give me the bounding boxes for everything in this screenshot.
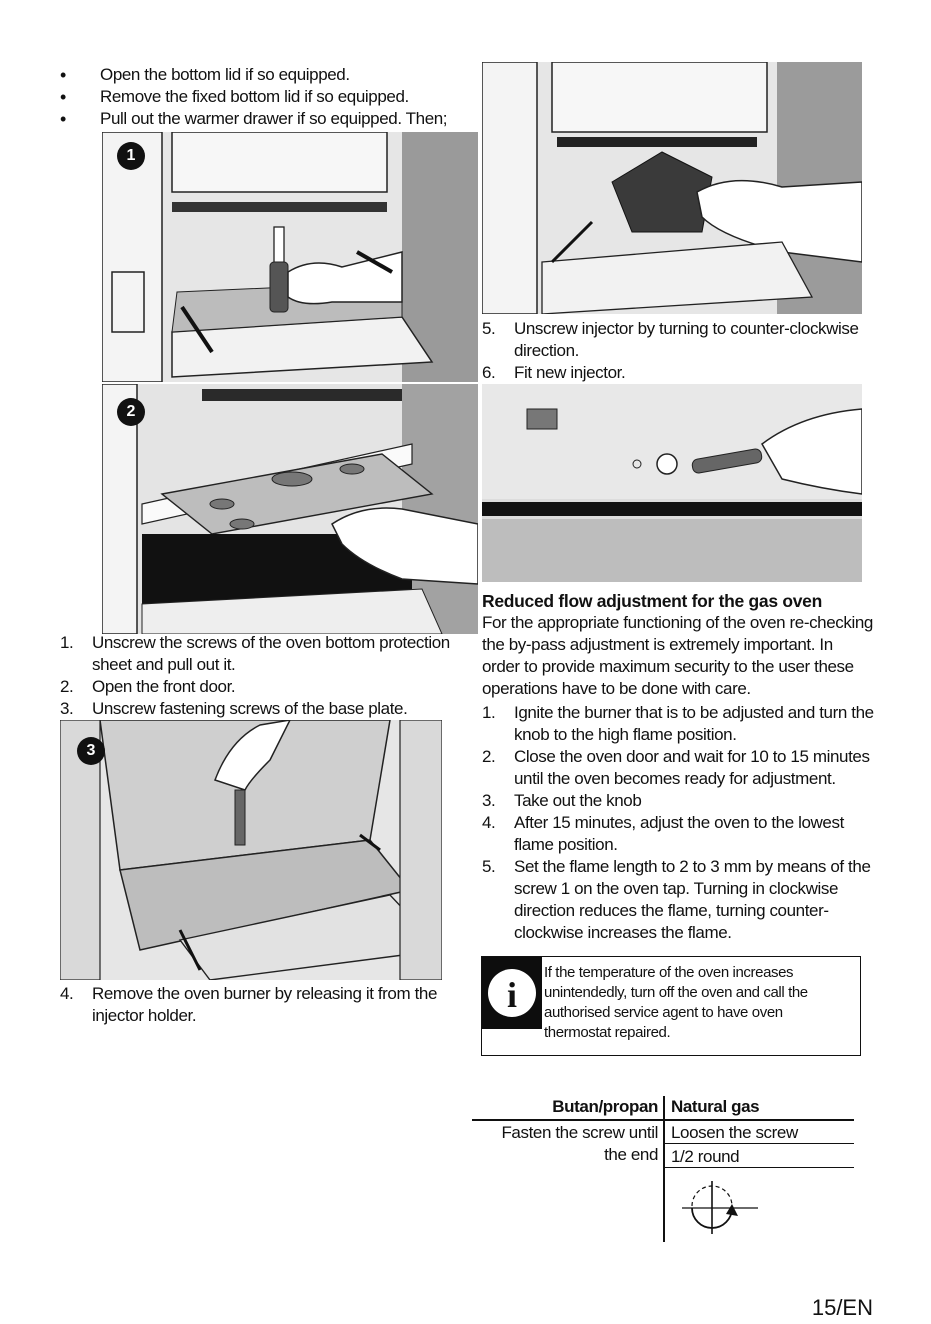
info-icon: i: [482, 957, 542, 1029]
half-turn-rotation-icon: [674, 1176, 764, 1246]
step-number: 4.: [60, 984, 74, 1003]
bullet-item: Remove the fixed bottom lid if so equipp…: [58, 86, 458, 108]
figure-oven-burner-removal: [482, 62, 862, 314]
list-item: 6. Fit new injector.: [482, 362, 872, 384]
step-text: Unscrew fastening screws of the base pla…: [92, 699, 408, 718]
step-number: 3.: [60, 699, 74, 718]
step-text: Open the front door.: [92, 677, 236, 696]
figure-number-badge: 1: [117, 142, 145, 170]
table-header-natural: Natural gas: [671, 1097, 760, 1116]
table-row-rule: [664, 1143, 854, 1144]
step-number: 6.: [482, 363, 496, 382]
adjustment-steps-list: 1. Ignite the burner that is to be adjust…: [482, 702, 874, 944]
table-column-divider: [663, 1096, 665, 1242]
step-number: 4.: [482, 813, 496, 832]
step-text: Take out the knob: [514, 791, 642, 810]
page-number: 15/EN: [811, 1295, 873, 1320]
figure-oven-bottom-screwdriver: 1: [102, 132, 478, 382]
step-number: 2.: [482, 747, 496, 766]
list-item: 1. Unscrew the screws of the oven bottom …: [60, 632, 460, 676]
list-item: 1. Ignite the burner that is to be adjust…: [482, 702, 874, 746]
butan-instruction-line1: Fasten the screw until: [501, 1123, 658, 1142]
bullet-item: Open the bottom lid if so equipped.: [58, 64, 458, 86]
step-text: Set the flame length to 2 to 3 mm by mea…: [514, 857, 871, 942]
bullet-item: Pull out the warmer drawer if so equippe…: [58, 108, 458, 130]
step-text: Unscrew injector by turning to counter-c…: [514, 319, 859, 360]
gas-type-table: Butan/propan Natural gas Fasten the scre…: [472, 1096, 856, 1246]
table-header-butan: Butan/propan: [552, 1097, 658, 1116]
list-item: 2. Close the oven door and wait for 10 to…: [482, 746, 874, 790]
section-intro: For the appropriate functioning of the o…: [482, 613, 873, 698]
step-number: 3.: [482, 791, 496, 810]
step-number: 2.: [60, 677, 74, 696]
intro-bullet-list: Open the bottom lid if so equipped. Remo…: [58, 64, 458, 130]
list-item: 3. Take out the knob: [482, 790, 874, 812]
step-text: Ignite the burner that is to be adjusted…: [514, 703, 874, 744]
step-text: After 15 minutes, adjust the oven to the…: [514, 813, 844, 854]
list-item: 5. Unscrew injector by turning to counter…: [482, 318, 872, 362]
list-item: 5. Set the flame length to 2 to 3 mm by m…: [482, 856, 874, 944]
list-item: 3. Unscrew fastening screws of the base p…: [60, 698, 460, 720]
left-step-4: 4. Remove the oven burner by releasing it…: [60, 983, 460, 1027]
figure-base-plate-screws: 3: [60, 720, 442, 980]
step-text: Remove the oven burner by releasing it f…: [92, 984, 437, 1025]
right-steps-list: 5. Unscrew injector by turning to counter…: [482, 318, 872, 384]
list-item: 4. After 15 minutes, adjust the oven to t…: [482, 812, 874, 856]
section-heading: Reduced flow adjustment for the gas oven: [482, 591, 822, 611]
figure-number-badge: 2: [117, 398, 145, 426]
step-number: 5.: [482, 857, 496, 876]
natural-instruction-1: Loosen the screw: [671, 1123, 798, 1142]
list-item: 2. Open the front door.: [60, 676, 460, 698]
step-number: 1.: [60, 633, 74, 652]
step-text: Close the oven door and wait for 10 to 1…: [514, 747, 870, 788]
natural-instruction-2: 1/2 round: [671, 1147, 740, 1166]
list-item: 4. Remove the oven burner by releasing it…: [60, 983, 460, 1027]
figure-number-badge: 3: [77, 737, 105, 765]
notice-text: If the temperature of the oven increases…: [544, 964, 808, 1041]
step-number: 5.: [482, 319, 496, 338]
figure-bottom-protection-sheet: 2: [102, 384, 478, 634]
info-icon-letter: i: [507, 975, 517, 1015]
left-steps-list: 1. Unscrew the screws of the oven bottom …: [60, 632, 460, 720]
step-text: Unscrew the screws of the oven bottom pr…: [92, 633, 450, 674]
reduced-flow-section: Reduced flow adjustment for the gas oven…: [482, 590, 874, 944]
figure-injector-replacement: [482, 384, 862, 582]
info-notice-box: i If the temperature of the oven increas…: [481, 956, 861, 1056]
step-number: 1.: [482, 703, 496, 722]
step-text: Fit new injector.: [514, 363, 626, 382]
butan-instruction-line2: the end: [604, 1145, 658, 1164]
table-row-rule: [664, 1167, 854, 1168]
